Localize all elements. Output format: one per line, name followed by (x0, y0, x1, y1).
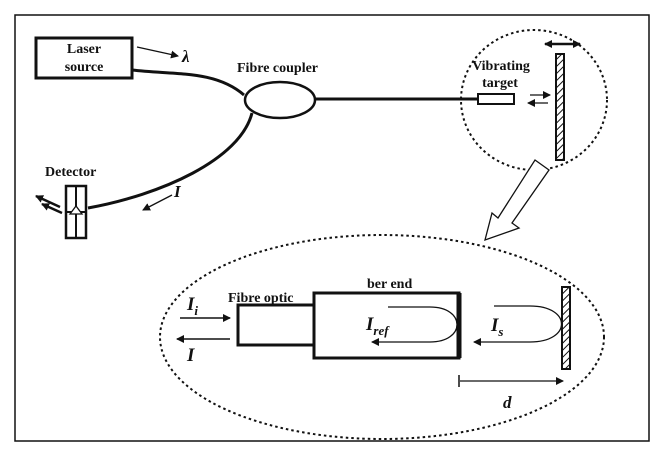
laser-source-label-1: Laser (67, 42, 101, 57)
signal-reflection-path (473, 305, 562, 346)
incident-intensity-label: Ii (186, 294, 198, 318)
fibre-laser-to-coupler (131, 68, 245, 97)
laser-source-box (34, 36, 134, 80)
vibrating-target-bottom (561, 286, 571, 370)
fibre-end-housing (312, 291, 461, 360)
lambda-label: λ (181, 47, 190, 66)
probe-tip (477, 93, 515, 105)
return-intensity-arrow (142, 194, 173, 211)
fiber-end-label: ber end (367, 277, 412, 292)
lambda-arrow (136, 46, 179, 59)
return-intensity-label: I (173, 182, 182, 201)
laser-source-label-2: source (65, 60, 104, 75)
zoom-view-ellipse (159, 234, 605, 440)
distance-label: d (503, 393, 512, 412)
signal-intensity-sub: s (497, 324, 503, 339)
signal-intensity-main: I (490, 315, 499, 336)
fibre-coupler (243, 80, 317, 120)
zoom-arrow (484, 159, 550, 242)
fibre-coupler-label: Fibre coupler (237, 61, 318, 76)
vibrating-target-top (555, 53, 565, 161)
incident-intensity-main: I (186, 294, 195, 315)
vibrating-target-label-1: Vibrating (472, 59, 530, 74)
detector-emission-arrow-1 (35, 194, 61, 209)
reference-reflection-path (371, 306, 458, 346)
output-intensity-label: I (186, 345, 195, 366)
signal-intensity-label: Is (490, 315, 503, 339)
reference-intensity-label: Iref (365, 314, 390, 338)
fibre-coupler-to-detector (87, 112, 254, 210)
reference-intensity-sub: ref (373, 323, 390, 338)
fibre-optic-body (236, 303, 316, 347)
diagram-frame (14, 14, 650, 442)
reference-intensity-main: I (365, 314, 374, 335)
vibrating-target-label-2: target (482, 76, 518, 91)
detector-emission-arrow-2 (41, 202, 63, 215)
incident-intensity-sub: i (194, 303, 198, 318)
detector-icon (64, 184, 88, 240)
detector-label: Detector (45, 165, 96, 180)
fibre-optic-label: Fibre optic (228, 291, 293, 306)
